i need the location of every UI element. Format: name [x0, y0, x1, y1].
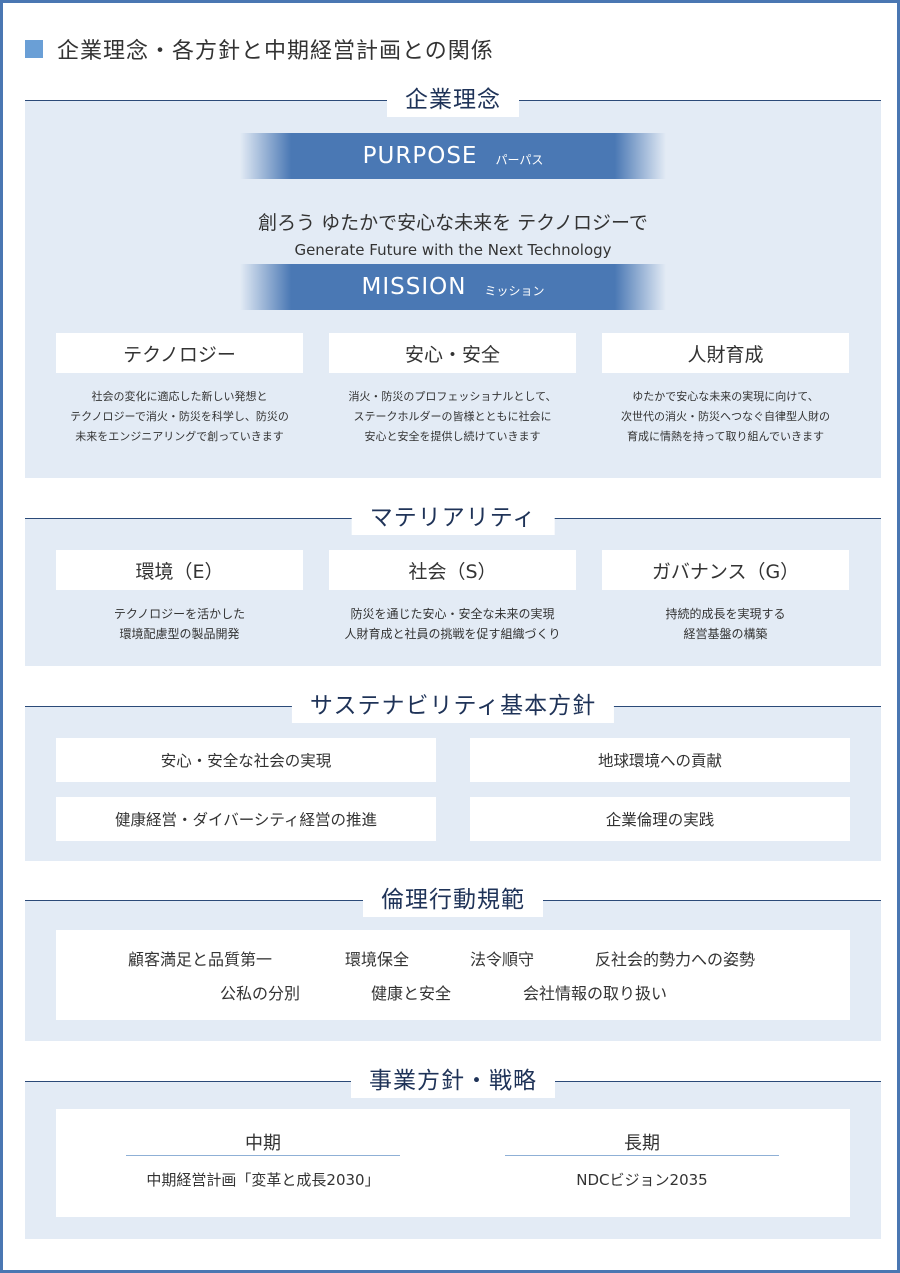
ethics-item: 法令順守	[470, 950, 535, 969]
mission-card-safety: 安心・安全	[329, 333, 576, 373]
strategy-mid-divider	[126, 1155, 400, 1156]
desc-line: 次世代の消火・防災へつなぐ自律型人財の	[621, 410, 830, 423]
section-ethics: 倫理行動規範 顧客満足と品質第一 環境保全 法令順守 反社会的勢力への姿勢 公私…	[25, 883, 881, 1041]
desc-line: 持続的成長を実現する	[665, 607, 786, 621]
desc-line: テクノロジーを活かした	[113, 607, 246, 621]
strategy-mid-text: 中期経営計画「変革と成長2030」	[146, 1171, 380, 1189]
ethics-item: 公私の分別	[220, 984, 301, 1003]
page-title-text: 企業理念・各方針と中期経営計画との関係	[57, 39, 494, 64]
desc-line: 環境配慮型の製品開発	[119, 627, 240, 641]
strategy-long-divider	[505, 1155, 779, 1156]
section-heading-sustainability: サステナビリティ基本方針	[291, 689, 615, 723]
section-heading-materiality: マテリアリティ	[351, 501, 555, 535]
strategy-box: 中期 中期経営計画「変革と成長2030」 長期 NDCビジョン2035	[56, 1109, 850, 1217]
desc-line: 育成に情熱を持って取り組んでいきます	[627, 430, 824, 443]
strategy-mid-title: 中期	[245, 1133, 281, 1154]
section-heading-strategy: 事業方針・戦略	[351, 1064, 555, 1098]
materiality-card-governance: ガバナンス（G）	[602, 550, 849, 590]
desc-line: 安心と安全を提供し続けていきます	[364, 430, 541, 443]
mission-card-technology: テクノロジー	[56, 333, 303, 373]
section-philosophy: 企業理念 PURPOSE パーパス 創ろう ゆたかで安心な未来を テクノロジーで…	[25, 83, 881, 478]
section-sustainability: サステナビリティ基本方針 安心・安全な社会の実現 地球環境への貢献 健康経営・ダ…	[25, 689, 881, 861]
ethics-box: 顧客満足と品質第一 環境保全 法令順守 反社会的勢力への姿勢 公私の分別 健康と…	[56, 930, 850, 1020]
ethics-item: 会社情報の取り扱い	[523, 984, 668, 1003]
materiality-card-social: 社会（S）	[329, 550, 576, 590]
desc-line: ステークホルダーの皆様とともに社会に	[353, 410, 552, 423]
desc-line: 経営基盤の構築	[683, 627, 768, 641]
strategy-long-title: 長期	[624, 1133, 660, 1154]
materiality-card-environment: 環境（E）	[56, 550, 303, 590]
ethics-item: 健康と安全	[371, 984, 452, 1003]
desc-line: 防災を通じた安心・安全な未来の実現	[350, 607, 555, 621]
mission-kana: ミッション	[484, 283, 545, 298]
desc-line: 社会の変化に適応した新しい発想と	[91, 390, 268, 403]
desc-line: 未来をエンジニアリングで創っていきます	[75, 430, 284, 443]
section-heading-ethics: 倫理行動規範	[363, 883, 543, 917]
mission-band: MISSION ミッション	[240, 264, 666, 310]
section-materiality: マテリアリティ 環境（E） 社会（S） ガバナンス（G） テクノロジーを活かした…	[25, 501, 881, 666]
desc-line: 人財育成と社員の挑戦を促す組織づくり	[344, 627, 561, 641]
purpose-kana: パーパス	[495, 152, 544, 167]
materiality-desc-social: 防災を通じた安心・安全な未来の実現 人財育成と社員の挑戦を促す組織づくり	[329, 604, 576, 644]
desc-line: テクノロジーで消火・防災を科学し、防災の	[70, 410, 289, 423]
desc-line: ゆたかで安心な未来の実現に向けて、	[632, 390, 819, 403]
page-title: 企業理念・各方針と中期経営計画との関係	[25, 33, 494, 65]
sustainability-item: 地球環境への貢献	[470, 738, 850, 782]
mission-label: MISSION	[361, 274, 467, 300]
section-strategy: 事業方針・戦略 中期 中期経営計画「変革と成長2030」 長期 NDCビジョン2…	[25, 1064, 881, 1239]
sustainability-item: 企業倫理の実践	[470, 797, 850, 841]
mission-desc-technology: 社会の変化に適応した新しい発想と テクノロジーで消火・防災を科学し、防災の 未来…	[56, 387, 303, 447]
mission-desc-people: ゆたかで安心な未来の実現に向けて、 次世代の消火・防災へつなぐ自律型人財の 育成…	[602, 387, 849, 447]
purpose-statement-ja: 創ろう ゆたかで安心な未来を テクノロジーで	[258, 212, 648, 234]
ethics-item: 環境保全	[345, 950, 410, 969]
ethics-item: 反社会的勢力への姿勢	[595, 950, 756, 969]
ethics-item: 顧客満足と品質第一	[128, 950, 273, 969]
mission-card-people: 人財育成	[602, 333, 849, 373]
purpose-band: PURPOSE パーパス	[240, 133, 666, 179]
title-square-icon	[25, 40, 43, 58]
purpose-statement-en: Generate Future with the Next Technology	[294, 241, 612, 259]
section-heading-philosophy: 企業理念	[387, 83, 519, 117]
strategy-long-text: NDCビジョン2035	[576, 1171, 708, 1189]
materiality-desc-governance: 持続的成長を実現する 経営基盤の構築	[602, 604, 849, 644]
purpose-label: PURPOSE	[362, 143, 478, 169]
sustainability-item: 安心・安全な社会の実現	[56, 738, 436, 782]
materiality-desc-environment: テクノロジーを活かした 環境配慮型の製品開発	[56, 604, 303, 644]
sustainability-item: 健康経営・ダイバーシティ経営の推進	[56, 797, 436, 841]
desc-line: 消火・防災のプロフェッショナルとして、	[348, 390, 557, 403]
mission-desc-safety: 消火・防災のプロフェッショナルとして、 ステークホルダーの皆様とともに社会に 安…	[329, 387, 576, 447]
